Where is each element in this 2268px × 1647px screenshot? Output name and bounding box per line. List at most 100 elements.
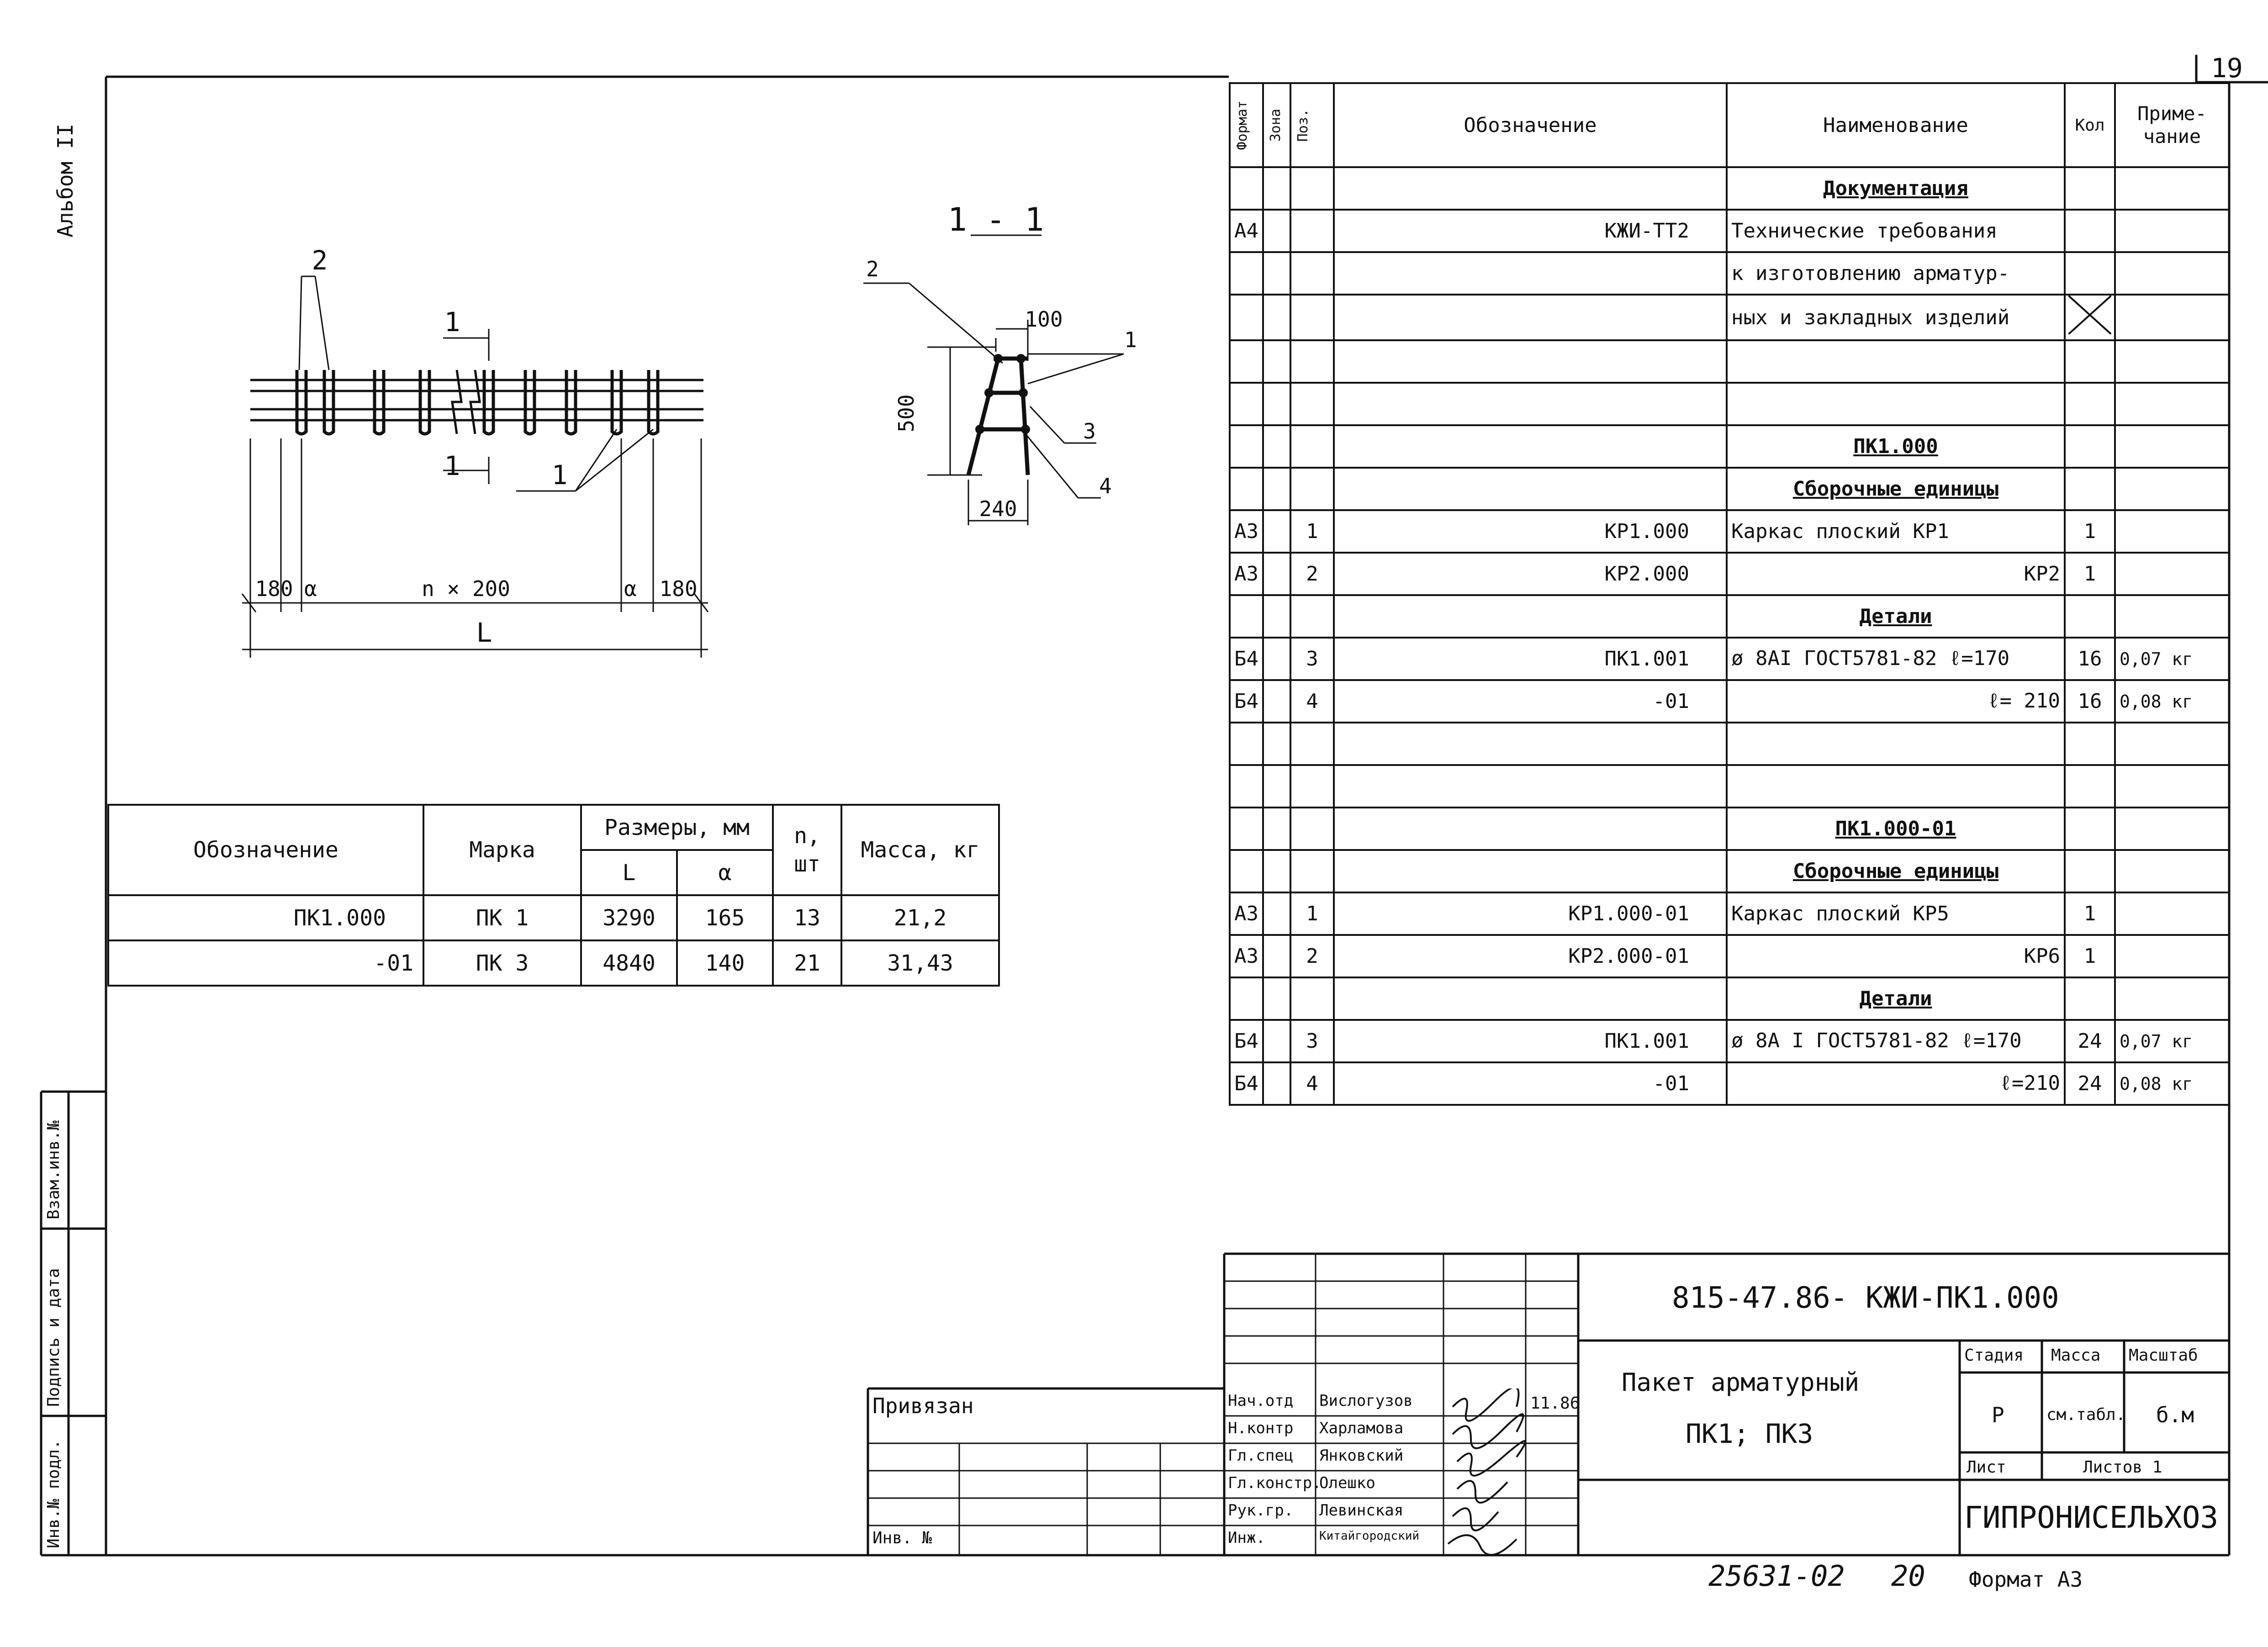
inv-label: Инв. № <box>872 1529 932 1547</box>
doc-code: 815-47.86- КЖИ-ПК1.000 <box>1672 1281 2059 1315</box>
title-line-1: Пакет арматурный <box>1622 1368 1860 1397</box>
spec-cell-qty <box>2063 467 2116 511</box>
spec-cell-designation: КР2.000-01 <box>1332 934 1728 978</box>
scale-label: Масштаб <box>2129 1346 2198 1365</box>
page-number: 19 <box>2211 53 2243 84</box>
spec-cell-zone <box>1262 382 1291 426</box>
spec-cell-zone <box>1262 722 1291 766</box>
spec-cell-pos: 3 <box>1289 637 1335 681</box>
stage-value: Р <box>1992 1403 2004 1427</box>
spec-cell-designation: КЖИ-ТТ2 <box>1332 209 1728 253</box>
spec-header-pos: Поз. <box>1295 108 1311 142</box>
spec-cell-zone <box>1262 209 1291 253</box>
spec-cell-qty: 1 <box>2063 509 2116 554</box>
linked-label: Привязан <box>872 1394 974 1418</box>
spec-cell-format <box>1229 424 1264 469</box>
spec-header-note: Приме- чание <box>2114 82 2230 168</box>
spec-cell-note <box>2114 722 2230 766</box>
sec-dim-500: 500 <box>894 394 919 432</box>
staff-role: Нач.отд <box>1228 1392 1294 1410</box>
scale-value: б.м <box>2156 1403 2194 1427</box>
spec-cell-designation <box>1332 764 1728 808</box>
table-row: Сборочные единицы <box>1229 849 2230 893</box>
spec-cell-note <box>2114 934 2230 978</box>
spec-cell-designation: ПК1.001 <box>1332 1019 1728 1063</box>
dim-alpha-left: α <box>304 576 317 601</box>
spec-cell-pos <box>1289 849 1335 893</box>
callout-1b: 1 <box>444 450 460 481</box>
spec-cell-format: Б4 <box>1229 1061 1264 1106</box>
spec-cell-pos <box>1289 209 1335 253</box>
spec-cell-pos: 1 <box>1289 892 1335 936</box>
spec-cell-zone <box>1262 294 1291 341</box>
spec-cell-zone <box>1262 467 1291 511</box>
spec-cell-note <box>2114 294 2230 341</box>
order-number: 25631-02 <box>1708 1559 1845 1593</box>
spec-header-qty: Кол <box>2063 82 2116 168</box>
spec-cell-format <box>1229 807 1264 851</box>
table-row: ПК1.000-01 <box>1229 807 2230 851</box>
spec-cell-qty: 1 <box>2063 552 2116 596</box>
staff-name: Китайгородский <box>1319 1529 1420 1543</box>
spec-cell-designation: КР1.000-01 <box>1332 892 1728 936</box>
spec-cell-zone <box>1262 251 1291 296</box>
spec-cell-name <box>1725 764 2066 808</box>
spec-cell-name: Детали <box>1725 594 2066 639</box>
table-row <box>1229 722 2230 766</box>
spec-cell-designation <box>1332 594 1728 639</box>
staff-name: Янковский <box>1319 1446 1404 1465</box>
spec-cell-qty: 16 <box>2063 637 2116 681</box>
spec-cell-format <box>1229 849 1264 893</box>
staff-role: Гл.констр. <box>1228 1474 1322 1492</box>
dim-header-mark: Марка <box>423 804 582 896</box>
spec-cell-note: 0,08 кг <box>2114 679 2230 723</box>
spec-cell-note <box>2114 382 2230 426</box>
signatures <box>1447 1388 1526 1555</box>
dimension-table: Обозначение Марка Размеры, мм n, шт Масс… <box>107 804 1000 987</box>
table-row: Детали <box>1229 977 2230 1021</box>
spec-cell-zone <box>1262 849 1291 893</box>
spec-header-name: Наименование <box>1725 82 2066 168</box>
spec-cell-note <box>2114 977 2230 1021</box>
table-row: -01 ПК 3 4840 140 21 31,43 <box>107 940 1000 987</box>
spec-cell-designation <box>1332 424 1728 469</box>
spec-cell-note <box>2114 166 2230 211</box>
spec-cell-format: А3 <box>1229 509 1264 554</box>
spec-cell-designation: ПК1.001 <box>1332 637 1728 681</box>
spec-cell-note <box>2114 552 2230 596</box>
spec-cell-qty <box>2063 764 2116 808</box>
spec-cell-format: А3 <box>1229 892 1264 936</box>
spec-cell-name: ℓ= 210 <box>1725 679 2066 723</box>
spec-header-zone: Зона <box>1267 108 1284 142</box>
specification-table: Формат Зона Поз. Обозначение Наименовани… <box>1229 82 2230 1106</box>
spec-cell-designation: КР1.000 <box>1332 509 1728 554</box>
cross-mark <box>2067 296 2112 335</box>
spec-cell-qty <box>2063 166 2116 211</box>
spec-cell-designation <box>1332 294 1728 341</box>
spec-cell-pos <box>1289 764 1335 808</box>
frame-elevation <box>250 370 703 434</box>
staff-role: Н.контр <box>1228 1419 1294 1437</box>
spec-cell-format <box>1229 764 1264 808</box>
spec-cell-qty: 1 <box>2063 892 2116 936</box>
spec-cell-name: ø 8А I ГОСТ5781-82 ℓ=170 <box>1725 1019 2066 1063</box>
spec-cell-format: А3 <box>1229 934 1264 978</box>
spec-cell-pos: 3 <box>1289 1019 1335 1063</box>
spec-cell-zone <box>1262 892 1291 936</box>
spec-cell-designation <box>1332 166 1728 211</box>
spec-cell-name: Сборочные единицы <box>1725 467 2066 511</box>
spec-cell-note: 0,07 кг <box>2114 1019 2230 1063</box>
spec-cell-zone <box>1262 679 1291 723</box>
spec-cell-name: Сборочные единицы <box>1725 849 2066 893</box>
table-row <box>1229 339 2230 384</box>
spec-cell-qty <box>2063 849 2116 893</box>
spec-cell-qty <box>2063 294 2116 341</box>
sec-callout-1: 1 <box>1124 327 1137 352</box>
